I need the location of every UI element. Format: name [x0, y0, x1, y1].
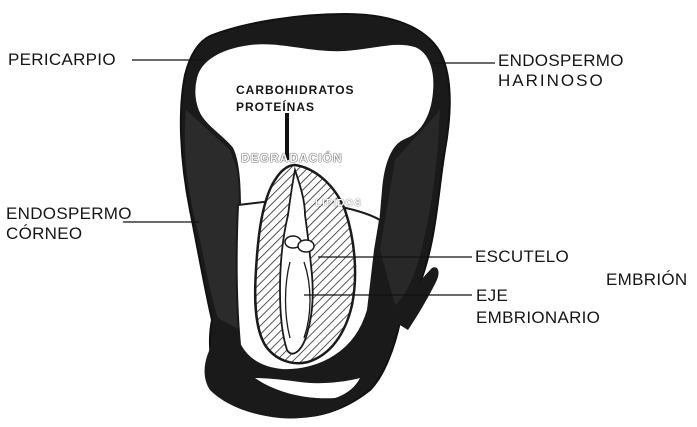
pericarpio-label: PERICARPIO [8, 51, 116, 68]
endospermo-harinoso-label-1: ENDOSPERMO [498, 52, 624, 69]
eje-label-1: EJE [476, 287, 508, 304]
endospermo-corneo-label-2: CÓRNEO [6, 225, 82, 242]
carbohidratos-label: CARBOHIDRATOS [236, 84, 355, 96]
proteinas-label: PROTEÍNAS [236, 101, 315, 113]
degradacion-label: DEGRADACIÓN [241, 152, 343, 164]
escutelo-label: ESCUTELO [475, 248, 569, 265]
lipidos-label: LIPIDOS [315, 199, 362, 209]
eje-label-2: EMBRIONARIO [476, 309, 600, 326]
embrion-label: EMBRIÓN [606, 271, 687, 288]
endospermo-corneo-label-1: ENDOSPERMO [6, 205, 132, 222]
endospermo-harinoso-label-2: HARINOSO [498, 72, 605, 89]
